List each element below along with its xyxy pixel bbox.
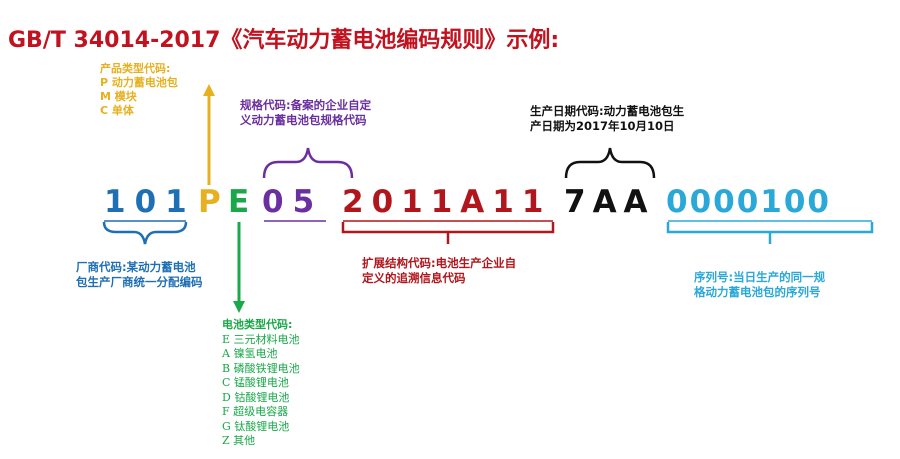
- code-battery-type: E: [228, 184, 250, 220]
- product-type-arrow: [203, 84, 215, 185]
- battery-type-item: G 钛酸锂电池: [222, 419, 290, 433]
- spec-label-line: 规格代码:备案的企业自定: [240, 98, 372, 112]
- product-type-item: P 动力蓄电池包: [100, 76, 178, 89]
- spec-label-line: 义动力蓄电池包规格代码: [240, 113, 367, 127]
- code-date: 7AA: [564, 184, 655, 220]
- date-label-line: 生产日期代码:动力蓄电池包生: [530, 104, 685, 118]
- manufacturer-label: 厂商代码:某动力蓄电池 包生产厂商统一分配编码: [76, 260, 203, 290]
- page-title: GB/T 34014-2017《汽车动力蓄电池编码规则》示例:: [8, 28, 560, 53]
- code-structure: 2011A11: [342, 184, 552, 220]
- manufacturer-label-line: 厂商代码:某动力蓄电池: [76, 260, 196, 274]
- battery-type-item: E 三元材料电池: [222, 332, 300, 346]
- date-label-line: 产日期为2017年10月10日: [530, 119, 675, 133]
- structure-label-line: 扩展结构代码:电池生产企业自: [362, 256, 517, 270]
- structure-label: 扩展结构代码:电池生产企业自 定义的追溯信息代码: [362, 256, 516, 286]
- product-type-label: 产品类型代码: P 动力蓄电池包 M 模块 C 单体: [100, 62, 178, 118]
- battery-type-item: F 超级电容器: [222, 405, 289, 418]
- structure-bracket: [341, 222, 555, 244]
- battery-type-item: Z 其他: [222, 434, 256, 447]
- serial-label: 序列号:当日生产的同一规 格动力蓄电池包的序列号: [694, 270, 825, 300]
- code-product-type: P: [198, 184, 221, 220]
- serial-bracket: [666, 222, 874, 244]
- date-label: 生产日期代码:动力蓄电池包生 产日期为2017年10月10日: [530, 104, 684, 134]
- code-serial: 0000100: [666, 184, 831, 220]
- date-brace: [564, 147, 656, 179]
- manufacturer-label-line: 包生产厂商统一分配编码: [76, 275, 203, 289]
- code-manufacturer: 101: [104, 184, 196, 220]
- spec-label: 规格代码:备案的企业自定 义动力蓄电池包规格代码: [240, 98, 371, 128]
- spec-brace: [262, 147, 354, 179]
- battery-type-item: A 镍氢电池: [222, 347, 278, 360]
- manufacturer-brace: [102, 221, 188, 245]
- battery-type-item: D 钴酸锂电池: [222, 390, 290, 404]
- structure-label-line: 定义的追溯信息代码: [362, 271, 466, 285]
- battery-type-item: C 锰酸锂电池: [222, 376, 289, 389]
- battery-type-item: B 磷酸铁锂电池: [222, 361, 300, 375]
- serial-label-line: 序列号:当日生产的同一规: [694, 270, 826, 284]
- battery-type-label: 电池类型代码: E 三元材料电池 A 镍氢电池 B 磷酸铁锂电池 C 锰酸锂电池…: [222, 318, 300, 449]
- battery-type-title: 电池类型代码:: [222, 318, 293, 331]
- product-type-title: 产品类型代码:: [100, 62, 171, 75]
- product-type-item: C 单体: [100, 104, 134, 117]
- product-type-item: M 模块: [100, 90, 137, 103]
- battery-type-arrow: [233, 222, 245, 313]
- code-spec: 05: [262, 184, 324, 220]
- serial-label-line: 格动力蓄电池包的序列号: [694, 285, 821, 299]
